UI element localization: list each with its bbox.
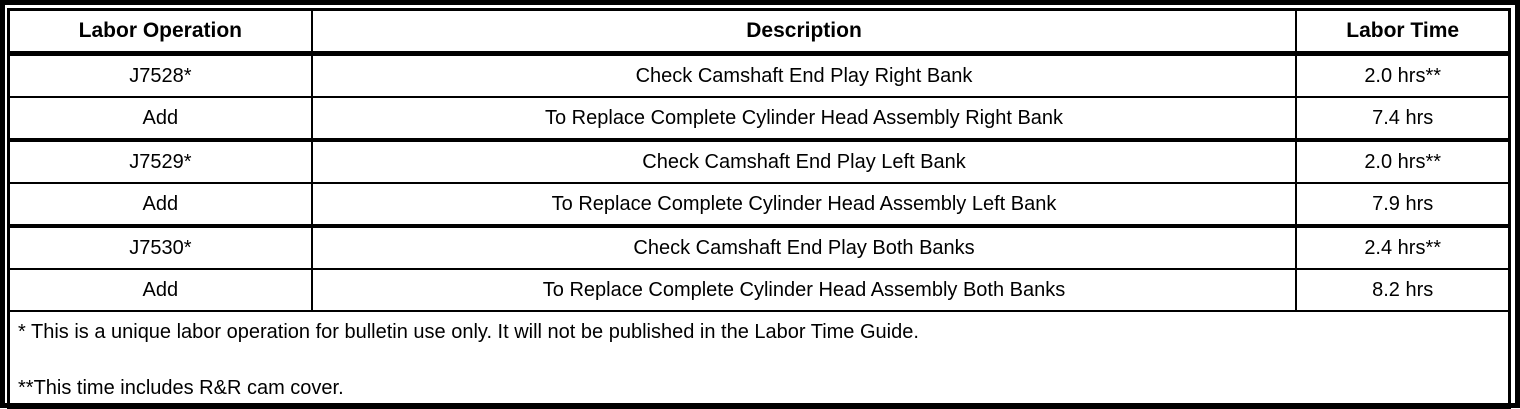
labor-time-cell: 7.9 hrs (1295, 183, 1510, 226)
table-row: J7530* Check Camshaft End Play Both Bank… (8, 226, 1510, 269)
labor-time-cell: 7.4 hrs (1295, 97, 1510, 140)
labor-time-cell: 2.0 hrs** (1295, 140, 1510, 183)
labor-time-cell: 2.0 hrs** (1295, 53, 1510, 97)
table-row: Add To Replace Complete Cylinder Head As… (8, 97, 1510, 140)
description-cell: To Replace Complete Cylinder Head Assemb… (310, 269, 1297, 311)
footnote-double-asterisk: **This time includes R&R cam cover. (18, 377, 344, 399)
labor-operation-cell: Add (142, 106, 179, 129)
labor-time-cell: 2.4 hrs** (1295, 226, 1510, 269)
labor-operation-cell: Add (142, 278, 179, 301)
description-cell: To Replace Complete Cylinder Head Assemb… (310, 97, 1297, 140)
labor-time-header: Labor Time (1295, 9, 1510, 56)
table-row: Add To Replace Complete Cylinder Head As… (8, 183, 1510, 226)
description-cell: Check Camshaft End Play Right Bank (310, 53, 1297, 97)
labor-operation-cell: J7528* (129, 64, 192, 87)
footnotes-row: * This is a unique labor operation for b… (8, 311, 1510, 408)
labor-operation-cell: J7530* (129, 236, 192, 259)
table-row: J7528* Check Camshaft End Play Right Ban… (9, 53, 1510, 97)
description-header: Description (310, 9, 1297, 56)
description-cell: Check Camshaft End Play Left Bank (310, 140, 1297, 183)
table-row: Add To Replace Complete Cylinder Head As… (8, 269, 1510, 311)
footnote-single-asterisk: * This is a unique labor operation for b… (18, 321, 919, 343)
labor-operation-cell: J7529* (129, 150, 192, 173)
table-row: J7529* Check Camshaft End Play Left Bank… (8, 140, 1510, 183)
footnotes-cell: * This is a unique labor operation for b… (9, 311, 1510, 408)
table-header-row: Labor Operation Description Labor Time (8, 9, 1510, 56)
labor-time-cell: 8.2 hrs (1295, 269, 1510, 311)
labor-operations-table: Labor Operation Description Labor Time J… (7, 8, 1511, 409)
labor-operation-cell: Add (142, 192, 179, 215)
labor-operation-header: Labor Operation (8, 9, 312, 56)
description-cell: Check Camshaft End Play Both Banks (310, 226, 1297, 269)
description-cell: To Replace Complete Cylinder Head Assemb… (310, 183, 1297, 226)
